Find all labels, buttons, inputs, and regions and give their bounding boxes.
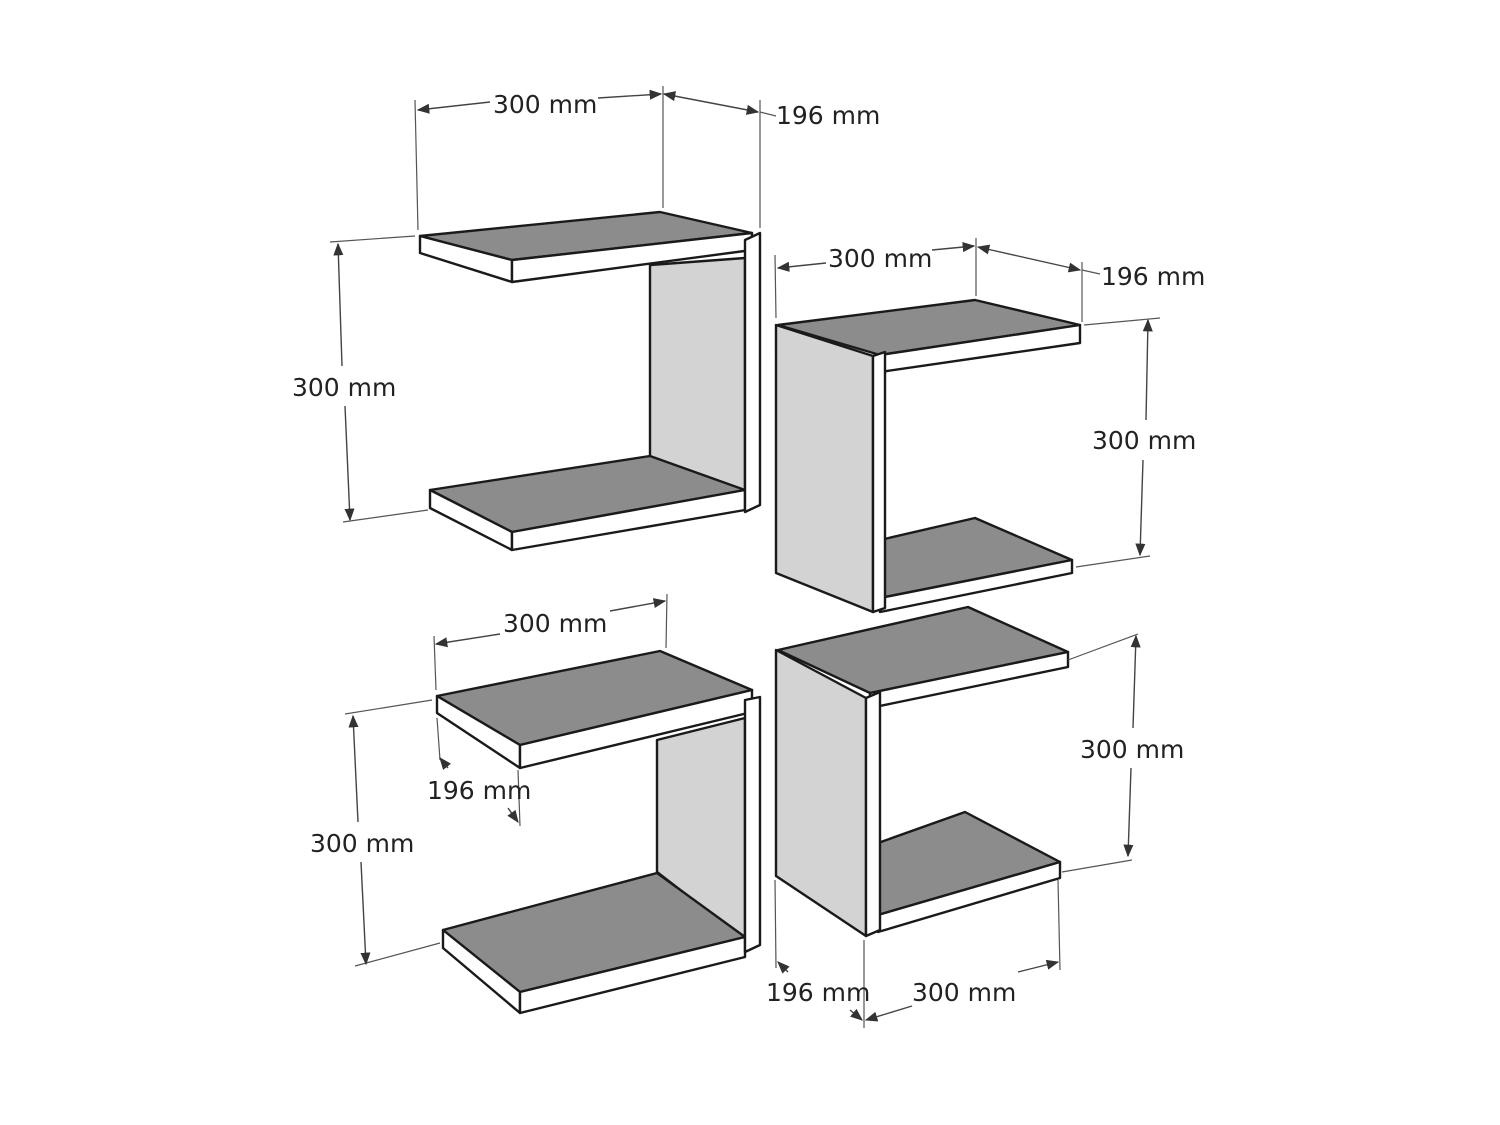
top-right-depth-label: 196 mm [1101, 262, 1205, 291]
top-left-width-label: 300 mm [493, 90, 597, 119]
bottom-left-width-label: 300 mm [503, 609, 607, 638]
shelf-top-left [418, 210, 762, 552]
bottom-right-width-label: 300 mm [912, 978, 1016, 1007]
top-right-height-label: 300 mm [1092, 426, 1196, 455]
top-left-height-label: 300 mm [292, 373, 396, 402]
dims-top-left: 300 mm 196 mm 300 mm [292, 86, 880, 523]
bottom-right-depth-label: 196 mm [766, 978, 870, 1007]
shelf-top-right [774, 298, 1082, 614]
bottom-right-height-label: 300 mm [1080, 735, 1184, 764]
top-right-width-label: 300 mm [828, 244, 932, 273]
bottom-left-height-label: 300 mm [310, 829, 414, 858]
dims-bottom-left: 300 mm 196 mm 300 mm [310, 593, 668, 967]
bottom-left-depth-label: 196 mm [427, 776, 531, 805]
shelf-bottom-right [774, 605, 1070, 938]
dims-bottom-right: 300 mm 196 mm 300 mm [766, 633, 1184, 1028]
shelf-bottom-left [435, 649, 762, 1015]
top-left-depth-label: 196 mm [776, 101, 880, 130]
dims-top-right: 300 mm 196 mm 300 mm [774, 238, 1205, 568]
